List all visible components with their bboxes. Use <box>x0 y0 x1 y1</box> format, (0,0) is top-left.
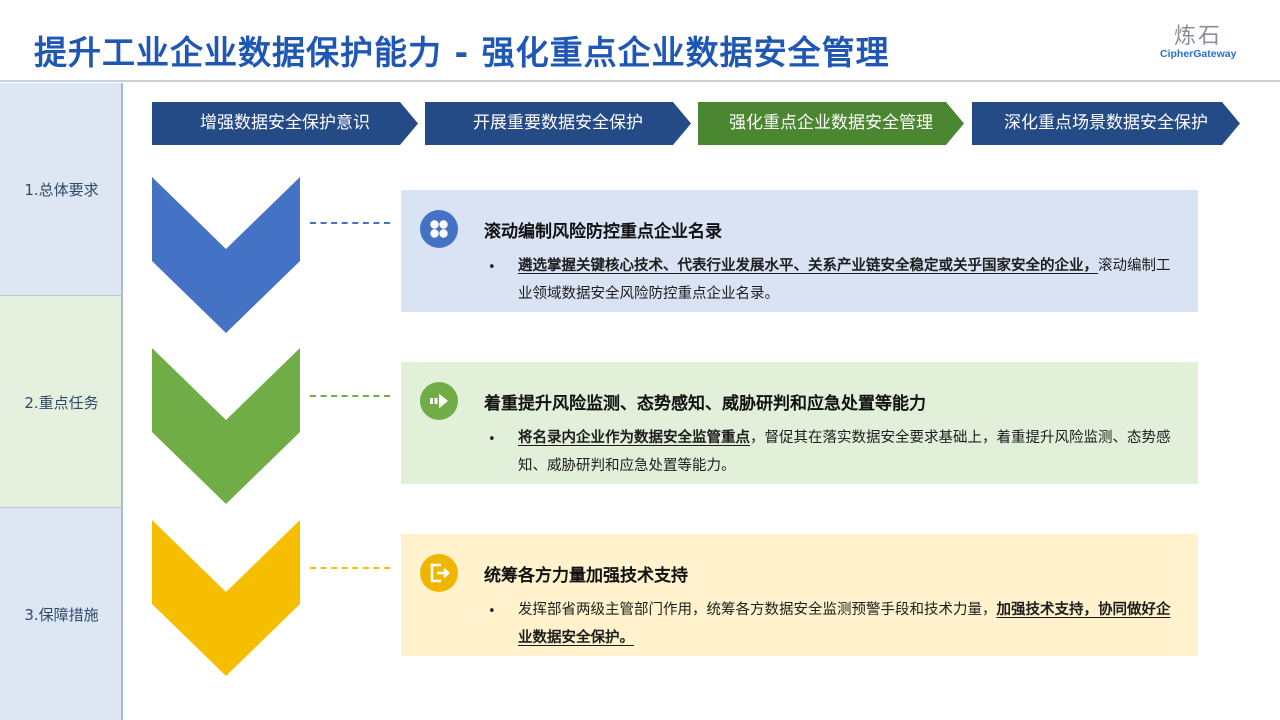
bullet-dot: • <box>488 432 496 447</box>
chevron-yellow-icon <box>152 520 300 676</box>
sidebar-item-label: 3.保障措施 <box>24 606 99 624</box>
title-divider <box>0 80 1280 82</box>
step-3-banner: 强化重点企业数据安全管理 <box>698 102 964 145</box>
sidebar-item-overall-requirements: 1.总体要求 <box>0 83 123 296</box>
connector-line <box>310 395 390 397</box>
step-1-banner: 增强数据安全保护意识 <box>152 102 418 145</box>
process-steps: 增强数据安全保护意识 开展重要数据安全保护 强化重点企业数据安全管理 深化重点场… <box>152 102 1252 146</box>
card-body: 发挥部省两级主管部门作用，统筹各方数据安全监测预警手段和技术力量，加强技术支持，… <box>518 602 1171 646</box>
task-card-tech-support: 统筹各方力量加强技术支持 • 发挥部省两级主管部门作用，统筹各方数据安全监测预警… <box>401 534 1198 656</box>
arrow-right-icon <box>420 382 458 420</box>
logo-text-cn: 炼石 <box>1174 24 1223 49</box>
grid-four-icon <box>420 210 458 248</box>
step-4-banner: 深化重点场景数据安全保护 <box>972 102 1240 145</box>
connector-line <box>310 567 390 569</box>
page-title: 提升工业企业数据保护能力 - 强化重点企业数据安全管理 <box>34 33 890 72</box>
bullet-dot: • <box>488 260 496 275</box>
task-card-risk-list: 滚动编制风险防控重点企业名录 • 遴选掌握关键核心技术、代表行业发展水平、关系产… <box>401 190 1198 312</box>
chevron-blue-icon <box>152 177 300 333</box>
card-body: 将名录内企业作为数据安全监管重点，督促其在落实数据安全要求基础上，着重提升风险监… <box>518 430 1171 474</box>
chevron-green-icon <box>152 348 300 504</box>
step-2-banner: 开展重要数据安全保护 <box>425 102 691 145</box>
card-title: 滚动编制风险防控重点企业名录 <box>484 222 722 242</box>
card-title: 着重提升风险监测、态势感知、威胁研判和应急处置等能力 <box>484 394 926 414</box>
card-title: 统筹各方力量加强技术支持 <box>484 566 688 586</box>
sidebar-item-label: 1.总体要求 <box>24 181 99 199</box>
sidebar-item-label: 2.重点任务 <box>24 394 99 412</box>
logo-text-en: CipherGateway <box>1160 48 1237 60</box>
card-body: 遴选掌握关键核心技术、代表行业发展水平、关系产业链安全稳定或关乎国家安全的企业，… <box>518 258 1171 302</box>
sidebar-item-key-tasks: 2.重点任务 <box>0 296 123 508</box>
connector-line <box>310 222 390 224</box>
company-logo: 炼石 CipherGateway <box>1160 18 1256 66</box>
bullet-dot: • <box>488 604 496 619</box>
sidebar-item-safeguards: 3.保障措施 <box>0 508 123 720</box>
task-card-capability: 着重提升风险监测、态势感知、威胁研判和应急处置等能力 • 将名录内企业作为数据安… <box>401 362 1198 484</box>
exit-icon <box>420 554 458 592</box>
